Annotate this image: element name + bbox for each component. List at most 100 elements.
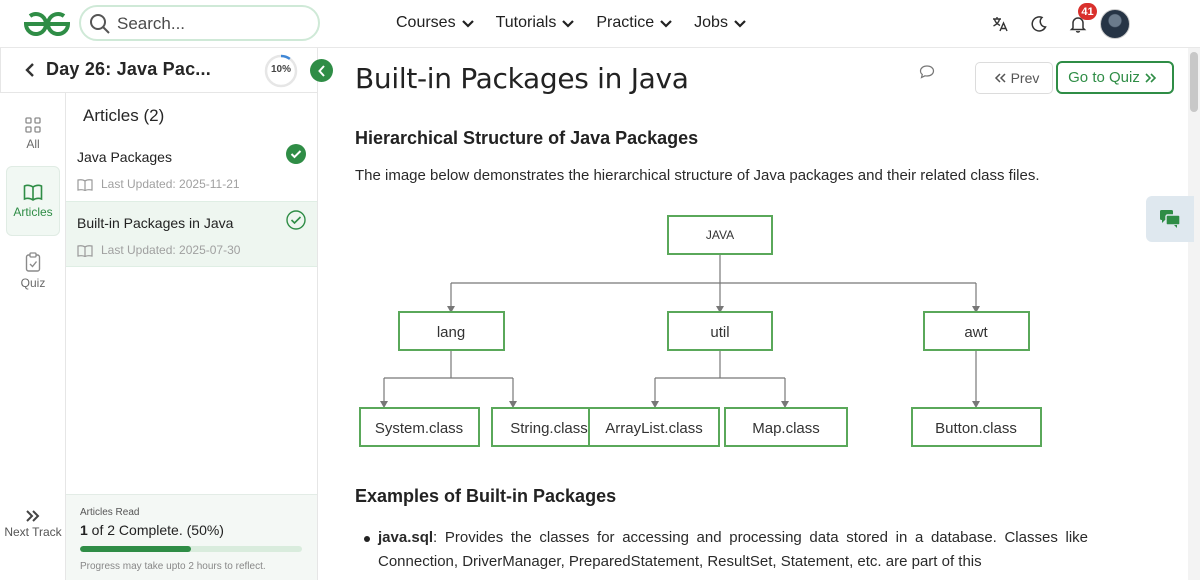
next-track-label: Next Track [4, 525, 62, 539]
book-icon [23, 184, 43, 201]
chevron-down-icon [660, 20, 672, 28]
progress-note: Progress may take upto 2 hours to reflec… [80, 561, 266, 572]
search-box[interactable] [79, 5, 320, 41]
rail-all[interactable]: All [6, 99, 60, 169]
course-title: Day 26: Java Pac... [46, 59, 211, 79]
diagram-node-awt: awt [964, 324, 988, 341]
nav-courses[interactable]: Courses [396, 12, 474, 34]
page-title: Built-in Packages in Java [355, 62, 689, 95]
book-icon [77, 244, 93, 257]
bell-icon [1069, 17, 1087, 33]
article-title: Java Packages [77, 149, 172, 165]
chevron-down-icon [562, 20, 575, 28]
articles-read-count: 1 of 2 Complete. (50%) [80, 522, 303, 538]
top-header: Courses Tutorials Practice Jobs [0, 0, 1200, 48]
rail-label: Quiz [20, 276, 46, 290]
bullet-term: java.sql [378, 529, 434, 546]
nav-label: Practice [596, 14, 655, 31]
course-progress-value: 10% [270, 64, 291, 75]
articles-read-label: Articles Read [80, 507, 140, 518]
chevron-down-icon [461, 20, 474, 28]
articles-heading: Articles (2) [83, 106, 165, 125]
notification-badge: 41 [1078, 3, 1097, 20]
diagram-node-util: util [710, 324, 729, 341]
double-chevron-left-icon [994, 73, 1006, 83]
article-updated: Last Updated: 2025-07-30 [77, 243, 240, 257]
chat-button[interactable] [1146, 196, 1194, 242]
course-header: Day 26: Java Pac... 10% [0, 48, 318, 93]
collapse-sidebar-button[interactable] [310, 59, 333, 82]
scrollbar-thumb[interactable] [1190, 52, 1198, 112]
dark-mode-toggle[interactable] [1025, 10, 1053, 38]
bullet-dot [364, 536, 370, 542]
clipboard-icon [25, 252, 41, 272]
next-track-button[interactable]: Next Track [0, 510, 66, 539]
grid-icon [25, 117, 41, 133]
section-heading-examples: Examples of Built-in Packages [355, 486, 617, 506]
go-to-quiz-button[interactable]: Go to Quiz [1056, 61, 1174, 94]
nav-label: Tutorials [495, 14, 557, 31]
chevron-left-icon[interactable] [25, 62, 35, 78]
search-icon [90, 14, 110, 34]
rail-quiz[interactable]: Quiz [6, 236, 60, 306]
diagram-boxes [359, 215, 1042, 447]
rail-label: All [26, 137, 40, 151]
nav-practice[interactable]: Practice [596, 12, 672, 34]
list-item: java.sql: Provides the classes for acces… [364, 526, 1088, 574]
moon-icon [1031, 16, 1047, 32]
diagram-node-lang: lang [437, 324, 465, 341]
left-rail: All Articles Quiz [0, 93, 66, 580]
articles-progress-fill [80, 546, 191, 552]
double-chevron-right-icon [1145, 72, 1156, 83]
diagram-node-button: Button.class [935, 420, 1017, 437]
translate-icon [993, 17, 1008, 32]
read-count-number: 1 [80, 522, 88, 538]
course-progress-ring: 10% [264, 54, 298, 88]
quiz-label: Go to Quiz [1068, 69, 1140, 86]
diagram-node-arraylist: ArrayList.class [605, 420, 703, 437]
article-updated: Last Updated: 2025-11-21 [77, 177, 240, 191]
nav-tutorials[interactable]: Tutorials [496, 12, 575, 34]
check-outline-icon [286, 210, 306, 230]
chat-icon [1160, 210, 1181, 228]
comment-icon[interactable] [919, 64, 935, 80]
scrollbar[interactable] [1188, 48, 1200, 580]
nav-jobs[interactable]: Jobs [694, 12, 746, 34]
read-count-suffix: of 2 Complete. (50%) [87, 522, 224, 538]
book-icon [77, 178, 93, 191]
diagram-connectors [383, 254, 977, 407]
chevron-left-icon [317, 64, 325, 77]
articles-panel: Articles (2) Java Packages Last Updated:… [66, 93, 318, 580]
notifications-button[interactable] [1064, 10, 1092, 38]
translate-button[interactable] [986, 10, 1014, 38]
chevron-down-icon [734, 20, 746, 28]
user-avatar[interactable] [1100, 9, 1130, 39]
gfg-logo[interactable] [22, 10, 72, 38]
double-chevron-right-icon [26, 510, 40, 522]
diagram-node-map: Map.class [752, 420, 820, 437]
diagram-arrowheads [380, 306, 980, 408]
section-heading-hierarchy: Hierarchical Structure of Java Packages [355, 128, 699, 148]
rail-label: Articles [13, 205, 53, 219]
prev-button[interactable]: Prev [975, 62, 1053, 94]
article-title: Built-in Packages in Java [77, 215, 234, 231]
completed-check-icon [286, 144, 306, 164]
article-item-builtin-packages[interactable]: Built-in Packages in Java Last Updated: … [66, 201, 317, 267]
nav-label: Jobs [694, 14, 728, 31]
nav-label: Courses [396, 14, 456, 31]
package-hierarchy-diagram: JAVA lang util awt System.class String.c… [359, 215, 1042, 447]
diagram-node-system: System.class [375, 420, 463, 437]
diagram-node-string: String.class [510, 420, 588, 437]
articles-progress-bar [80, 546, 302, 552]
bullet-text: : Provides the classes for accessing and… [378, 529, 1088, 570]
diagram-node-root: JAVA [706, 228, 734, 242]
article-item-java-packages[interactable]: Java Packages Last Updated: 2025-11-21 [66, 136, 317, 202]
main-nav: Courses Tutorials Practice Jobs [396, 12, 768, 34]
article-updated-text: Last Updated: 2025-11-21 [101, 177, 240, 191]
article-updated-text: Last Updated: 2025-07-30 [101, 243, 241, 257]
intro-paragraph: The image below demonstrates the hierarc… [355, 167, 1040, 184]
prev-label: Prev [1010, 70, 1040, 86]
search-input[interactable] [117, 13, 307, 35]
articles-read-box: Articles Read 1 of 2 Complete. (50%) Pro… [66, 494, 317, 580]
rail-articles[interactable]: Articles [6, 166, 60, 236]
